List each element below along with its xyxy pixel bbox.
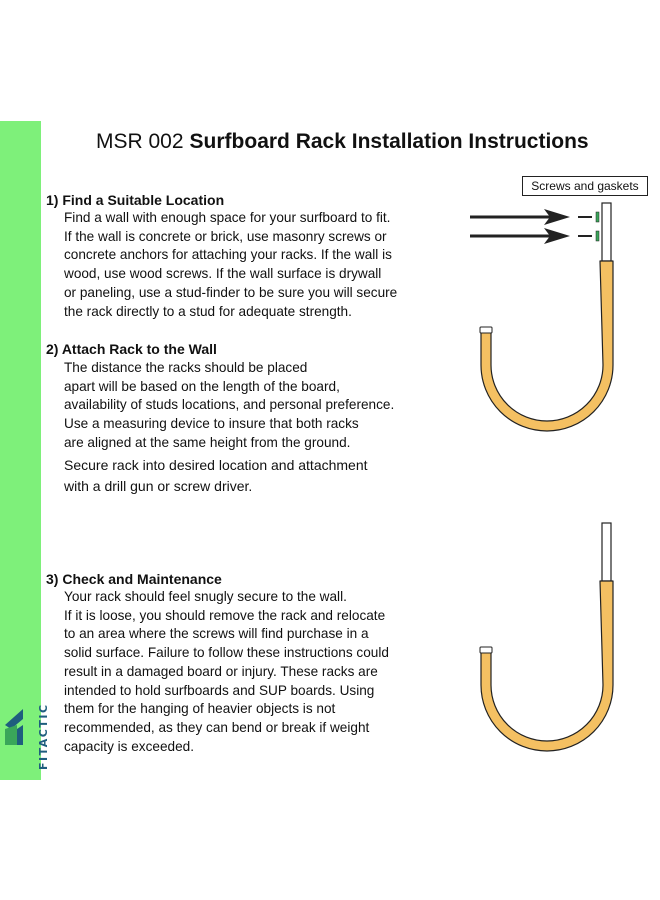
body-line: wood, use wood screws. If the wall surfa… xyxy=(64,266,382,282)
rack-hook xyxy=(480,580,614,752)
screws-label: Screws and gaskets xyxy=(522,176,648,196)
screw-icon xyxy=(578,211,600,223)
side-band xyxy=(0,121,41,780)
rack-hook xyxy=(480,260,614,432)
body-line: or paneling, use a stud-finder to be sur… xyxy=(64,284,398,300)
rack-figure xyxy=(479,522,614,752)
section-heading-attach: 2) Attach Rack to the Wall xyxy=(46,341,217,357)
body-line: If the wall is concrete or brick, use ma… xyxy=(64,228,387,244)
body-line: solid surface. Failure to follow these i… xyxy=(64,645,389,661)
body-line: Secure rack into desired location and at… xyxy=(64,457,368,473)
section-heading-location: 1) Find a Suitable Location xyxy=(46,192,225,208)
brand-block: FITACTIC xyxy=(0,680,50,775)
body-line: Find a wall with enough space for your s… xyxy=(64,210,391,225)
section-body-maintenance: Your rack should feel snugly secure to t… xyxy=(64,588,434,756)
mounting-plate xyxy=(601,522,612,582)
rack-end-cap xyxy=(479,646,493,654)
rack-end-cap xyxy=(479,326,493,334)
title-main: Surfboard Rack Installation Instructions xyxy=(189,130,589,153)
body-line: Use a measuring device to insure that bo… xyxy=(64,416,359,432)
body-line: intended to hold surfboards and SUP boar… xyxy=(64,682,375,698)
screw-icon xyxy=(578,230,600,242)
body-line: them for the hanging of heavier objects … xyxy=(64,701,336,717)
body-line: The distance the racks should be placed xyxy=(64,360,308,375)
body-line: are aligned at the same height from the … xyxy=(64,434,351,450)
body-line: availability of studs locations, and per… xyxy=(64,397,395,413)
body-line: If it is loose, you should remove the ra… xyxy=(64,607,386,623)
brand-name: FITACTIC xyxy=(37,703,50,770)
body-line: the rack directly to a stud for adequate… xyxy=(64,303,352,319)
section-body-attach-extra: Secure rack into desired location and at… xyxy=(64,455,434,497)
fitactic-logo-icon xyxy=(5,709,23,745)
section-body-attach: The distance the racks should be placed … xyxy=(64,359,434,453)
body-line: to an area where the screws will find pu… xyxy=(64,626,369,642)
title-model: MSR 002 xyxy=(96,130,184,153)
body-line: capacity is exceeded. xyxy=(64,738,194,754)
section-body-location: Find a wall with enough space for your s… xyxy=(64,209,434,321)
section-heading-maintenance: 3) Check and Maintenance xyxy=(46,571,222,587)
mounting-plate xyxy=(601,202,612,262)
rack-figure-with-screws xyxy=(470,202,614,432)
body-line: concrete anchors for attaching your rack… xyxy=(64,247,392,263)
body-line: result in a damaged board or injury. The… xyxy=(64,663,378,679)
arrow-right-icon xyxy=(470,228,570,244)
body-line: recommended, as they can bend or break i… xyxy=(64,719,370,735)
arrow-right-icon xyxy=(470,209,570,225)
body-line: with a drill gun or screw driver. xyxy=(64,478,253,494)
body-line: Your rack should feel snugly secure to t… xyxy=(64,589,347,604)
body-line: apart will be based on the length of the… xyxy=(64,378,340,394)
